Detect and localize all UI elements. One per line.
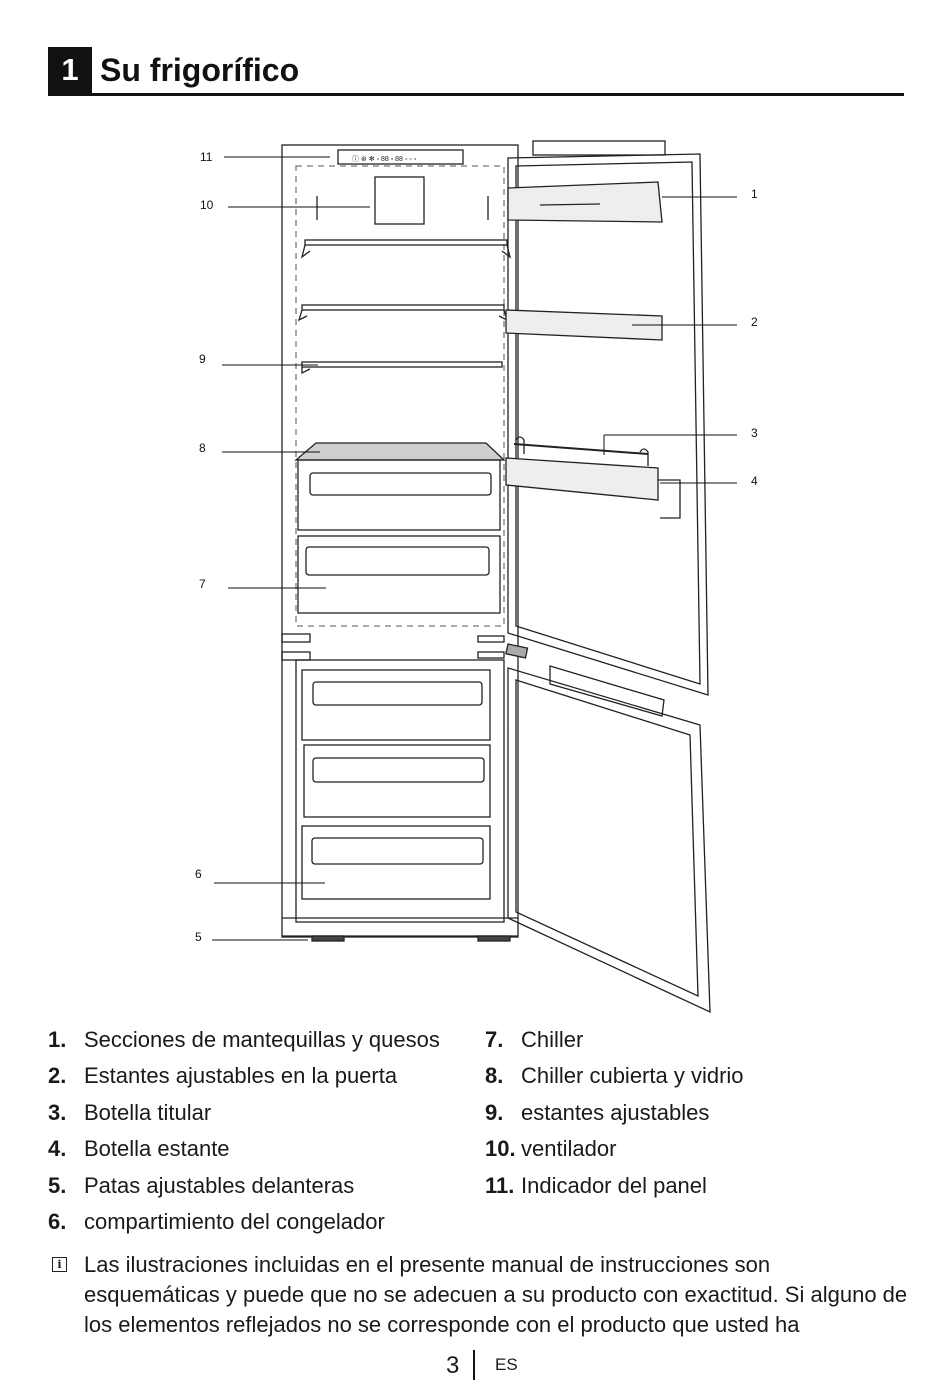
section-header: 1 Su frigorífico (48, 47, 904, 96)
freezer-door (507, 667, 711, 1014)
legend-label: Indicador del panel (521, 1172, 707, 1198)
callout-4: 4 (751, 474, 758, 488)
legend-item: 7. Chiller (485, 1022, 744, 1058)
legend-item: 2. Estantes ajustables en la puerta (48, 1058, 440, 1094)
door-shelf (505, 309, 663, 341)
callout-1: 1 (751, 187, 758, 201)
freezer-drawer (301, 825, 491, 900)
footer-divider (473, 1350, 475, 1380)
legend-item: 3. Botella titular (48, 1095, 440, 1131)
callout-10: 10 (200, 198, 214, 212)
section-title: Su frigorífico (100, 52, 300, 88)
freezer-drawer (303, 744, 491, 818)
bottle-holder (513, 443, 649, 455)
legend-item: 10.ventilador (485, 1131, 744, 1167)
legend-label: Chiller cubierta y vidrio (521, 1063, 744, 1089)
fridge-door (507, 153, 709, 696)
legend-left: 1. Secciones de mantequillas y quesos 2. E… (48, 1022, 440, 1240)
glass-shelf (301, 361, 503, 368)
fan-box (374, 176, 425, 225)
info-note: i Las ilustraciones incluidas en el pres… (48, 1250, 908, 1340)
callout-11: 11 (200, 150, 213, 164)
legend-num: 9. (485, 1099, 504, 1125)
info-icon: i (52, 1257, 67, 1272)
legend-label: Botella titular (84, 1099, 212, 1125)
glass-shelf (301, 304, 505, 311)
legend-label: estantes ajustables (521, 1099, 710, 1125)
legend-item: 11.Indicador del panel (485, 1168, 744, 1204)
legend-num: 10. (485, 1136, 516, 1162)
glass-shelf (304, 239, 508, 246)
front-foot (477, 935, 511, 942)
chiller-cover (294, 442, 506, 461)
legend-num: 4. (48, 1136, 67, 1162)
legend-num: 1. (48, 1027, 67, 1052)
legend-label: Patas ajustables delanteras (84, 1172, 355, 1198)
butter-compartment (507, 181, 663, 223)
callout-9: 9 (199, 352, 206, 366)
callout-7: 7 (199, 577, 206, 591)
callout-8: 8 (199, 441, 206, 455)
legend-item: 9. estantes ajustables (485, 1095, 744, 1131)
legend-item: 1. Secciones de mantequillas y quesos (48, 1022, 440, 1058)
section-number: 1 (48, 47, 92, 93)
language-code: ES (495, 1355, 518, 1374)
bottle-shelf (505, 457, 659, 501)
legend-label: Estantes ajustables en la puerta (84, 1063, 398, 1089)
callout-2: 2 (751, 315, 758, 329)
legend-label: Chiller (521, 1027, 584, 1052)
legend-num: 5. (48, 1172, 67, 1198)
legend-num: 7. (485, 1027, 504, 1052)
chiller-drawer (297, 459, 501, 531)
legend-item: 4. Botella estante (48, 1131, 440, 1167)
legend-item: 5. Patas ajustables delanteras (48, 1168, 440, 1204)
legend-item: 6. compartimiento del congelador (48, 1204, 440, 1240)
legend-label: ventilador (521, 1136, 617, 1162)
freezer-drawer (301, 669, 491, 741)
legend-item: 8. Chiller cubierta y vidrio (485, 1058, 744, 1094)
chiller-drawer (297, 535, 501, 614)
fridge-diagram: ⓘ ⊛ ✻ ▫ 88 ▫ 88 ▫ ▫ ▫ (180, 136, 780, 1016)
legend-num: 3. (48, 1099, 67, 1125)
note-text: Las ilustraciones incluidas en el presen… (84, 1252, 908, 1337)
cabinet-outline (281, 144, 519, 938)
legend-right: 7. Chiller 8. Chiller cubierta y vidrio 9.… (485, 1022, 744, 1204)
legend-num: 6. (48, 1209, 67, 1235)
callout-6: 6 (195, 867, 202, 881)
control-panel (337, 149, 464, 165)
callout-5: 5 (195, 930, 202, 944)
control-panel-symbols: ⓘ ⊛ ✻ ▫ 88 ▫ 88 ▫ ▫ ▫ (352, 155, 416, 163)
legend-num: 8. (485, 1063, 504, 1089)
legend-label: Secciones de mantequillas y quesos (84, 1027, 440, 1052)
callout-3: 3 (751, 426, 758, 440)
front-foot (311, 935, 345, 942)
page-footer: 3 ES (0, 1348, 950, 1382)
legend-num: 2. (48, 1063, 67, 1089)
legend-num: 11. (485, 1172, 515, 1198)
legend-label: compartimiento del congelador (84, 1209, 385, 1235)
legend-label: Botella estante (84, 1136, 230, 1162)
page-number: 3 (446, 1352, 460, 1379)
